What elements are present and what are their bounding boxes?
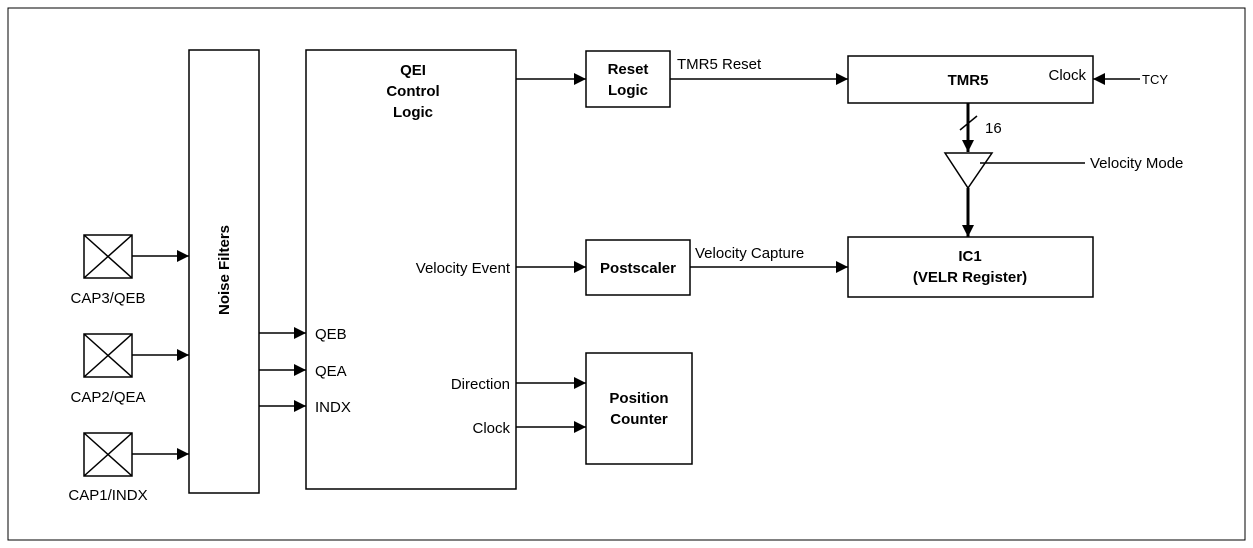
qei-out-velocity-event: Velocity Event [416, 260, 511, 277]
tcy-label: TCY [1142, 72, 1168, 87]
qei-control-logic-block [305, 49, 517, 490]
pin-cap3 [83, 234, 133, 279]
cap2-label: CAP2/QEA [70, 389, 145, 406]
reset-logic-line1: Reset [608, 61, 649, 78]
position-counter-line1: Position [609, 390, 668, 407]
qei-title-2: Control [386, 83, 439, 100]
postscaler-block [585, 239, 691, 296]
tristate-buffer [943, 152, 994, 190]
reset-logic-block [585, 50, 671, 108]
qei-port-qea: QEA [315, 363, 347, 380]
ic1-block [847, 236, 1094, 298]
noise-filters-block [188, 49, 260, 494]
bus-width-slash [959, 115, 978, 131]
velocity-capture-label: Velocity Capture [695, 245, 804, 262]
reset-logic-line2: Logic [608, 82, 648, 99]
tmr5-reset-label: TMR5 Reset [677, 56, 762, 73]
tmr5-clock-label: Clock [1048, 67, 1086, 84]
bus-width-label: 16 [985, 120, 1002, 137]
pin-cap2 [83, 333, 133, 378]
qei-port-indx: INDX [315, 399, 351, 416]
ic1-line1: IC1 [958, 248, 981, 265]
tmr5-label: TMR5 [948, 72, 989, 89]
position-counter-block [585, 352, 693, 465]
qei-out-clock: Clock [472, 420, 510, 437]
cap1-label: CAP1/INDX [68, 487, 147, 504]
noise-filters-label: Noise Filters [216, 225, 233, 315]
velocity-mode-label: Velocity Mode [1090, 155, 1183, 172]
qei-title-1: QEI [400, 62, 426, 79]
ic1-line2: (VELR Register) [913, 269, 1027, 286]
qei-title-3: Logic [393, 104, 433, 121]
cap3-label: CAP3/QEB [70, 290, 145, 307]
position-counter-line2: Counter [610, 411, 668, 428]
qei-port-qeb: QEB [315, 326, 347, 343]
postscaler-label: Postscaler [600, 260, 676, 277]
qei-out-direction: Direction [451, 376, 510, 393]
figure-frame [7, 7, 1246, 541]
pin-cap1 [83, 432, 133, 477]
